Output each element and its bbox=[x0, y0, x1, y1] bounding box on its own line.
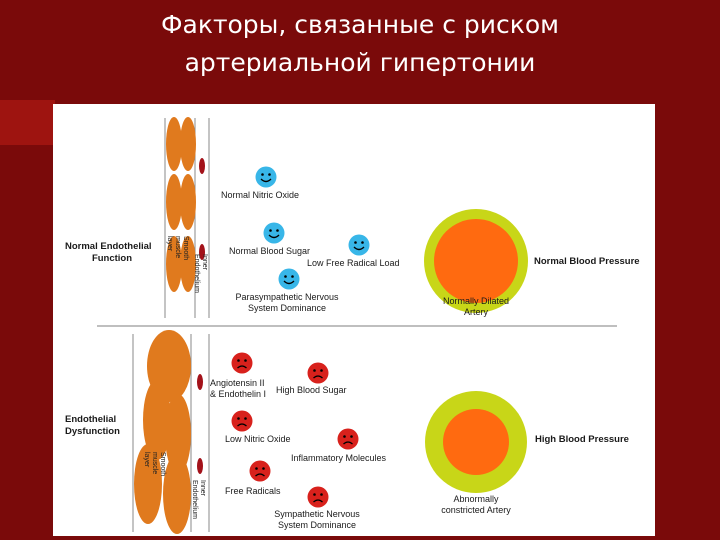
vessel-label-smooth-bottom: Smooth muscle layer bbox=[143, 452, 166, 477]
muscle-cell bbox=[166, 117, 182, 171]
factor-low-nitric-oxide: Low Nitric Oxide bbox=[225, 434, 291, 444]
sad-face-icon bbox=[249, 460, 271, 482]
factor-angiotensin: Angiotensin II & Endothelin I bbox=[210, 378, 267, 399]
happy-face-icon bbox=[278, 268, 300, 290]
endothelial-cell bbox=[197, 458, 203, 474]
happy-face-icon bbox=[348, 234, 370, 256]
sad-face-icon bbox=[307, 486, 329, 508]
row-label-normal-line2: Function bbox=[91, 253, 133, 264]
factor-inflammatory: Inflammatory Molecules bbox=[291, 453, 387, 463]
outcome-normal-bp: Normal Blood Pressure bbox=[534, 256, 640, 267]
vessel-label-endo-top: Inner Endothelium bbox=[193, 254, 208, 293]
muscle-cell bbox=[143, 380, 171, 460]
factor-normal-blood-sugar: Normal Blood Sugar bbox=[229, 246, 311, 256]
artery-label-normal: Normally Dilated Artery bbox=[442, 296, 510, 317]
diagram-graphics bbox=[97, 117, 617, 534]
happy-face-icon bbox=[263, 222, 285, 244]
muscle-cell bbox=[165, 394, 191, 474]
factor-low-radical-load: Low Free Radical Load bbox=[307, 258, 400, 268]
normal-artery bbox=[424, 209, 528, 313]
sad-face-icon bbox=[307, 362, 329, 384]
artery-label-constricted: Abnormally constricted Artery bbox=[441, 494, 511, 515]
accent-bar bbox=[0, 100, 55, 145]
factor-parasympathetic: Parasympathetic Nervous System Dominance bbox=[235, 292, 339, 313]
muscle-cell bbox=[166, 174, 182, 230]
sad-face-icon bbox=[337, 428, 359, 450]
row-label-normal-line1: Normal Endothelial bbox=[65, 241, 152, 252]
muscle-cell bbox=[166, 236, 182, 292]
slide-title: Факторы, связанные с риском артериальной… bbox=[0, 6, 720, 82]
factor-normal-nitric-oxide: Normal Nitric Oxide bbox=[221, 190, 300, 200]
normal-vessel bbox=[164, 117, 210, 318]
factor-free-radicals: Free Radicals bbox=[225, 486, 281, 496]
muscle-cell bbox=[180, 117, 196, 171]
diagram-panel: Normal Endothelial Function Smooth muscl… bbox=[53, 104, 655, 536]
sad-face-icon bbox=[231, 410, 253, 432]
title-line-1: Факторы, связанные с риском bbox=[161, 10, 559, 39]
sad-face-icon bbox=[231, 352, 253, 374]
row-label-dysfunction-line2: Dysfunction bbox=[65, 426, 120, 437]
constricted-artery bbox=[425, 391, 527, 493]
factor-high-blood-sugar: High Blood Sugar bbox=[276, 385, 347, 395]
muscle-cell bbox=[134, 444, 162, 524]
dysfunction-vessel bbox=[132, 330, 210, 534]
vessel-label-smooth-top: Smooth muscle layer bbox=[166, 236, 189, 261]
vessel-label-endo-bottom: Inner Endothelium bbox=[191, 480, 206, 519]
endothelial-cell bbox=[197, 374, 203, 390]
happy-face-icon bbox=[255, 166, 277, 188]
factor-sympathetic: Sympathetic Nervous System Dominance bbox=[274, 509, 360, 530]
endothelial-cell bbox=[199, 244, 205, 260]
muscle-cell bbox=[180, 174, 196, 230]
muscle-cell bbox=[180, 236, 196, 292]
muscle-cell bbox=[163, 454, 191, 534]
title-line-2: артериальной гипертонии bbox=[184, 48, 536, 77]
outcome-high-bp: High Blood Pressure bbox=[535, 434, 629, 445]
endothelial-cell bbox=[199, 158, 205, 174]
row-label-dysfunction-line1: Endothelial bbox=[65, 414, 117, 425]
